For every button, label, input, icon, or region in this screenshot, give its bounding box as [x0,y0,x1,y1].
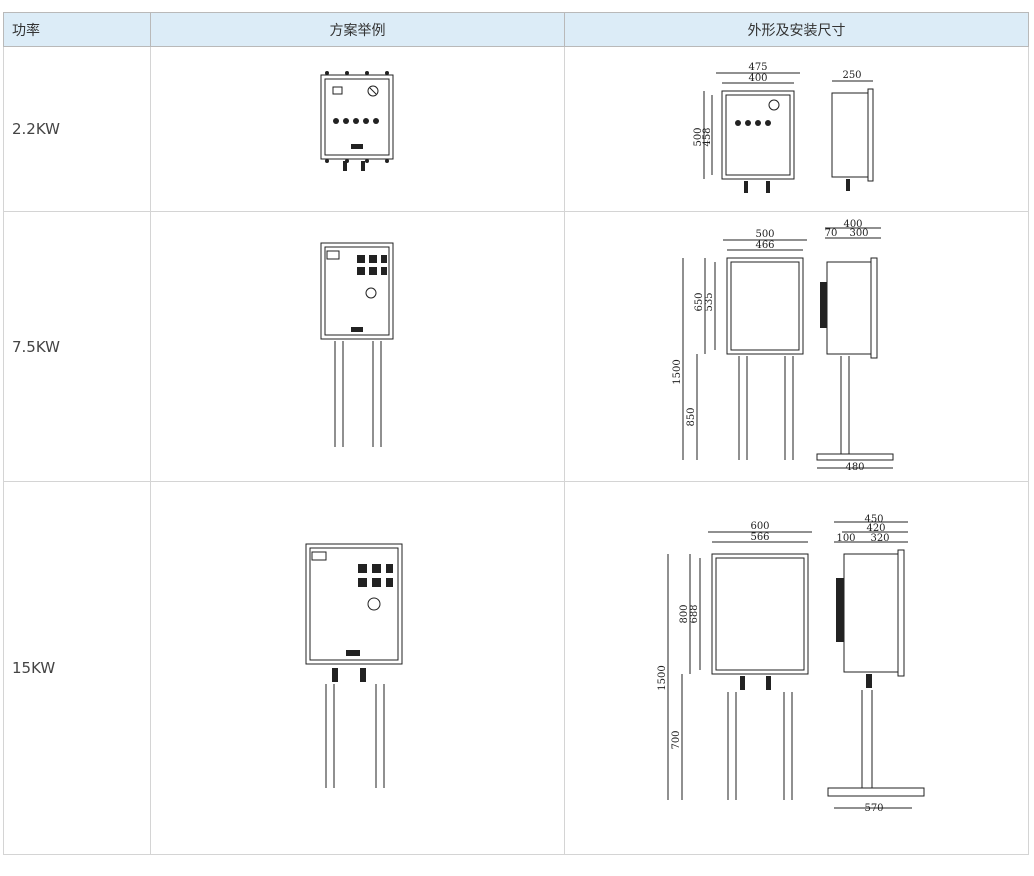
table-row: 2.2KW [3,46,1029,212]
dim-depth-offset: 70 [824,228,837,239]
power-cell: 15KW [3,481,151,855]
dim-height-inner: 688 [689,604,700,623]
dim-height-outer: 650 [694,292,705,311]
power-cell: 2.2KW [3,46,151,212]
dim-width-inner: 400 [748,73,767,84]
dim-width-outer: 600 [750,521,769,532]
dim-depth-inner: 420 [866,523,885,534]
dim-depth-box: 300 [849,228,868,239]
dim-depth: 250 [842,70,861,81]
dim-depth-total: 400 [843,219,862,230]
example-cell [150,481,565,855]
dim-height-outer: 800 [679,604,690,623]
explosion-proof-box-drawing [320,71,393,171]
dimension-drawing: 475 400 500 458 250 [693,62,873,193]
dim-base-width: 570 [864,803,883,814]
dim-depth-offset: 100 [836,533,855,544]
dim-width-outer: 500 [755,229,774,240]
dim-leg-height: 700 [671,730,682,749]
dim-leg-height: 850 [686,407,697,426]
dimensions-cell: 475 400 500 458 250 [564,46,1029,212]
explosion-proof-box-on-stand-drawing [320,242,393,447]
dimensions-cell: 500 466 650 535 1500 850 [564,211,1029,482]
dimension-drawing: 600 566 800 688 1500 700 [657,514,924,814]
header-dimensions: 外形及安装尺寸 [564,12,1029,47]
dim-width-outer: 475 [748,62,767,73]
dimensions-cell: 600 566 800 688 1500 700 [564,481,1029,855]
table-header-row: 功率 方案举例 外形及安装尺寸 [3,12,1029,47]
header-power: 功率 [3,12,151,47]
dim-width-inner: 466 [755,240,774,251]
example-cell [150,46,565,212]
spec-table: 功率 方案举例 外形及安装尺寸 2.2KW [3,12,1029,855]
dim-base-width: 480 [845,462,864,473]
dim-height-inner: 535 [704,292,715,311]
power-cell: 7.5KW [3,211,151,482]
dim-depth-total: 450 [864,514,883,525]
example-cell [150,211,565,482]
explosion-proof-box-on-stand-drawing [305,543,402,788]
dimension-drawing: 500 466 650 535 1500 850 [672,219,893,473]
table-row: 15KW [3,481,1029,855]
dim-height-inner: 458 [702,127,713,146]
dim-height-outer: 500 [693,127,704,146]
dim-total-height: 1500 [672,359,683,384]
dim-width-inner: 566 [750,532,769,543]
dim-total-height: 1500 [657,665,668,690]
table-row: 7.5KW [3,211,1029,482]
dim-depth-box: 320 [870,533,889,544]
header-example: 方案举例 [150,12,565,47]
